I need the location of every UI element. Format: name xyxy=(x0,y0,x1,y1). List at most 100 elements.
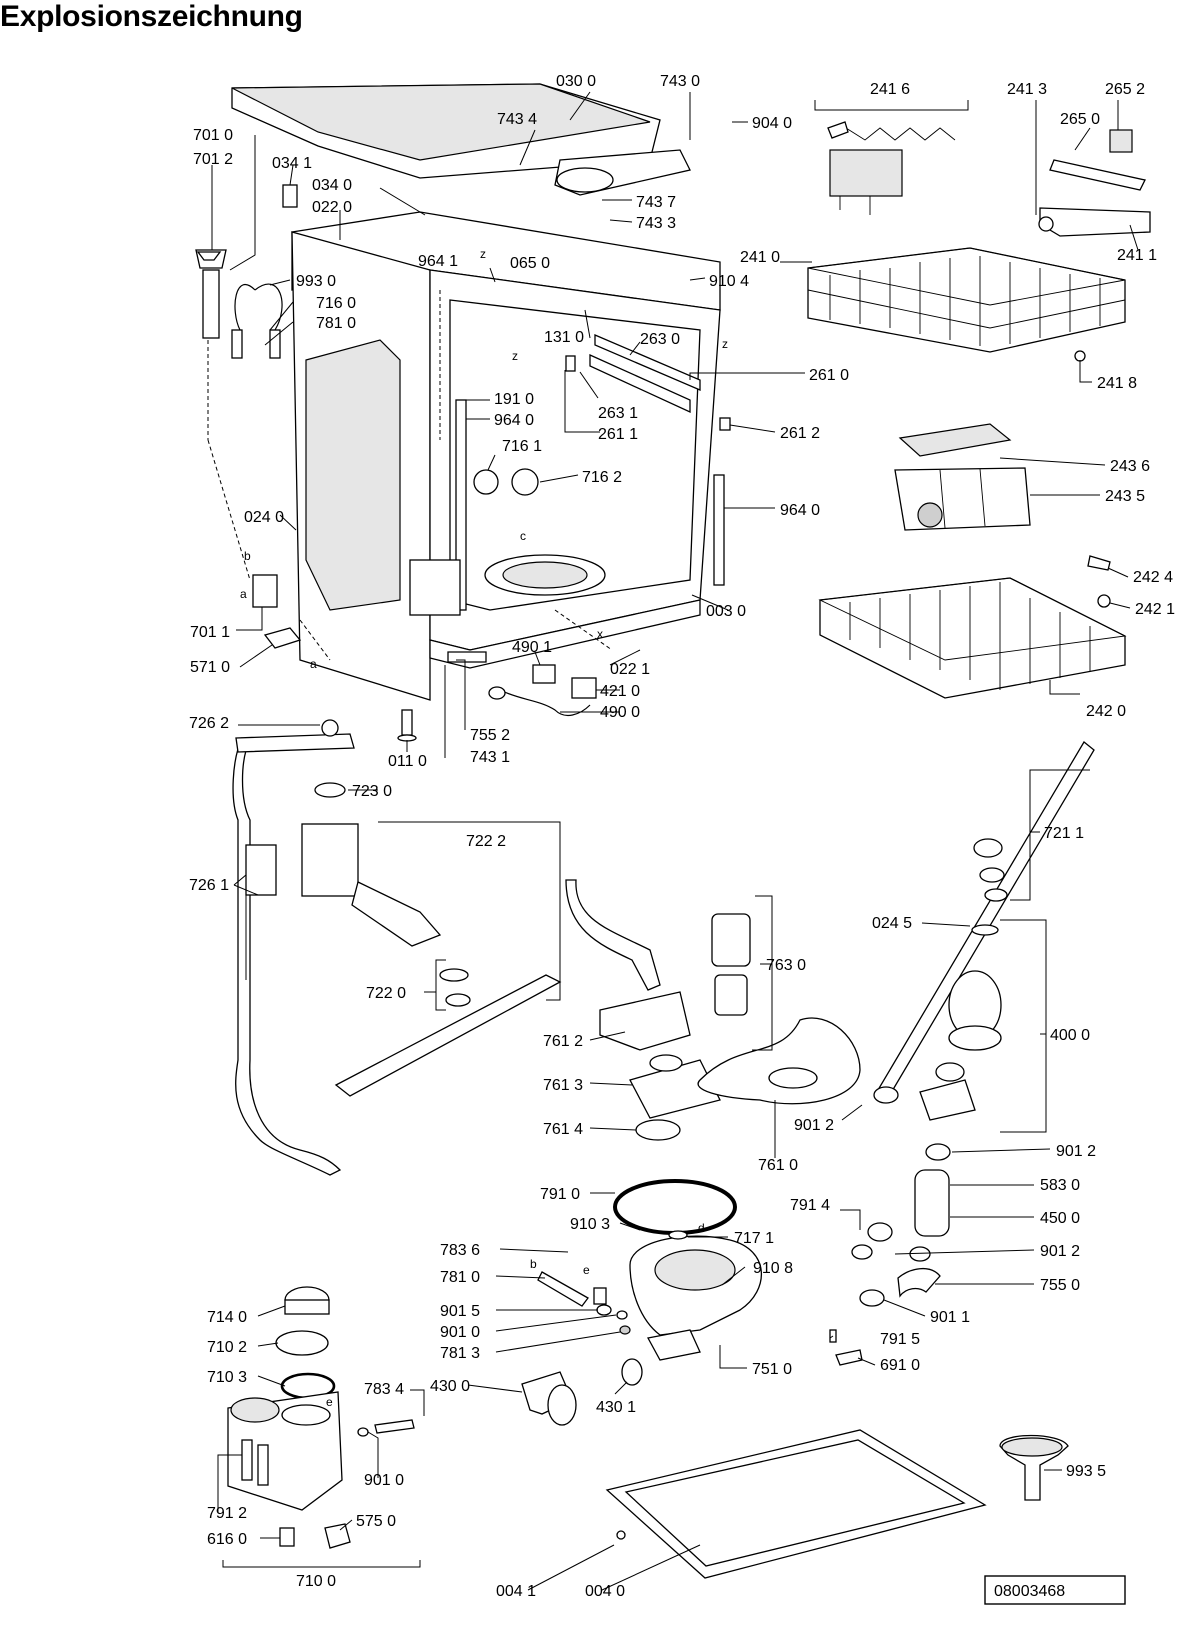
callout-755-2: 755 2 xyxy=(470,727,510,744)
callout-910-3: 910 3 xyxy=(570,1216,610,1233)
marker-c-1: c xyxy=(520,529,526,543)
callout-022-0: 022 0 xyxy=(312,199,352,216)
callout-783-4: 783 4 xyxy=(364,1381,404,1398)
callout-022-1: 022 1 xyxy=(610,661,650,678)
callout-714-0: 714 0 xyxy=(207,1309,247,1326)
callout-721-1: 721 1 xyxy=(1044,825,1084,842)
callout-722-2: 722 2 xyxy=(466,833,506,850)
callout-243-5: 243 5 xyxy=(1105,488,1145,505)
callout-781-3: 781 3 xyxy=(440,1345,480,1362)
callout-labels: 030 0 743 4 743 0 904 0 701 0 701 2 034 … xyxy=(189,73,1175,1600)
callout-761-2: 761 2 xyxy=(543,1033,583,1050)
marker-x-1: x xyxy=(597,627,603,641)
softener-assembly xyxy=(227,1286,415,1549)
callout-755-0: 755 0 xyxy=(1040,1277,1080,1294)
callout-781-0: 781 0 xyxy=(316,315,356,332)
callout-450-0: 450 0 xyxy=(1040,1210,1080,1227)
callout-011-0: 011 0 xyxy=(388,753,427,770)
callout-716-1: 716 1 xyxy=(502,438,542,455)
callout-743-7: 743 7 xyxy=(636,194,676,211)
callout-691-0: 691 0 xyxy=(880,1357,920,1374)
callout-024-0: 024 0 xyxy=(244,509,284,526)
callout-430-1: 430 1 xyxy=(596,1399,636,1416)
callout-131-0: 131 0 xyxy=(544,329,584,346)
callout-710-0: 710 0 xyxy=(296,1573,336,1590)
callout-701-0: 701 0 xyxy=(193,127,233,144)
callout-964-0-a: 964 0 xyxy=(494,412,534,429)
callout-263-1: 263 1 xyxy=(598,405,638,422)
callout-242-4: 242 4 xyxy=(1133,569,1173,586)
callout-743-4: 743 4 xyxy=(497,111,537,128)
callout-430-0: 430 0 xyxy=(430,1378,470,1395)
marker-a-2: a xyxy=(310,657,317,671)
callout-723-0: 723 0 xyxy=(352,783,392,800)
callout-901-0-a: 901 0 xyxy=(440,1324,480,1341)
marker-z-1: z xyxy=(512,349,518,363)
callout-575-0: 575 0 xyxy=(356,1513,396,1530)
letter-markers: z z z c x a a b b d e e xyxy=(240,247,728,1409)
callout-261-1: 261 1 xyxy=(598,426,638,443)
callout-571-0: 571 0 xyxy=(190,659,230,676)
document-number: 08003468 xyxy=(994,1583,1065,1600)
callout-701-2: 701 2 xyxy=(193,151,233,168)
sump-assembly xyxy=(521,879,1002,1426)
callout-993-0: 993 0 xyxy=(296,273,336,290)
callout-717-1: 717 1 xyxy=(734,1230,774,1247)
callout-751-0: 751 0 xyxy=(752,1361,792,1378)
funnel xyxy=(999,1434,1069,1501)
callout-034-1: 034 1 xyxy=(272,155,312,172)
callout-791-4: 791 4 xyxy=(790,1197,830,1214)
callout-743-3: 743 3 xyxy=(636,215,676,232)
callout-265-0: 265 0 xyxy=(1060,111,1100,128)
callout-265-2: 265 2 xyxy=(1105,81,1145,98)
callout-241-8: 241 8 xyxy=(1097,375,1137,392)
callout-781-0-b: 781 0 xyxy=(440,1269,480,1286)
callout-241-1: 241 1 xyxy=(1117,247,1157,264)
callout-910-4: 910 4 xyxy=(709,273,749,290)
document-number-box xyxy=(984,1575,1126,1605)
callout-004-1: 004 1 xyxy=(496,1583,536,1600)
callout-261-2: 261 2 xyxy=(780,425,820,442)
callout-616-0: 616 0 xyxy=(207,1531,247,1548)
callout-003-0: 003 0 xyxy=(706,603,746,620)
callout-243-6: 243 6 xyxy=(1110,458,1150,475)
callout-743-1: 743 1 xyxy=(470,749,510,766)
callout-030-0: 030 0 xyxy=(556,73,596,90)
cabinet-assembly xyxy=(195,83,731,742)
marker-a-1: a xyxy=(240,587,247,601)
callout-421-0: 421 0 xyxy=(600,683,640,700)
callout-901-2-b: 901 2 xyxy=(1056,1143,1096,1160)
marker-b-2: b xyxy=(530,1257,537,1271)
callout-761-3: 761 3 xyxy=(543,1077,583,1094)
leader-lines xyxy=(211,91,1139,1591)
callout-583-0: 583 0 xyxy=(1040,1177,1080,1194)
callout-726-1: 726 1 xyxy=(189,877,229,894)
callout-241-3: 241 3 xyxy=(1007,81,1047,98)
callout-701-1: 701 1 xyxy=(190,624,230,641)
callout-964-1: 964 1 xyxy=(418,253,458,270)
callout-901-2-c: 901 2 xyxy=(1040,1243,1080,1260)
callout-263-0: 263 0 xyxy=(640,331,680,348)
callout-791-2: 791 2 xyxy=(207,1505,247,1522)
basket-assembly xyxy=(807,121,1151,699)
marker-z-3: z xyxy=(480,247,486,261)
marker-b-1: b xyxy=(244,549,251,563)
callout-024-5: 024 5 xyxy=(872,915,912,932)
callout-901-0-b: 901 0 xyxy=(364,1472,404,1489)
callout-400-0: 400 0 xyxy=(1050,1027,1090,1044)
callout-910-8: 910 8 xyxy=(753,1260,793,1277)
callout-034-0: 034 0 xyxy=(312,177,352,194)
callout-901-1: 901 1 xyxy=(930,1309,970,1326)
callout-901-5: 901 5 xyxy=(440,1303,480,1320)
callout-261-0: 261 0 xyxy=(809,367,849,384)
spray-arm-assembly xyxy=(232,719,1095,1176)
callout-242-1: 242 1 xyxy=(1135,601,1175,618)
callout-710-3: 710 3 xyxy=(207,1369,247,1386)
callout-242-0: 242 0 xyxy=(1086,703,1126,720)
callout-783-6: 783 6 xyxy=(440,1242,480,1259)
callout-993-5: 993 5 xyxy=(1066,1463,1106,1480)
callout-904-0: 904 0 xyxy=(752,115,792,132)
callout-763-0: 763 0 xyxy=(766,957,806,974)
callout-716-2: 716 2 xyxy=(582,469,622,486)
